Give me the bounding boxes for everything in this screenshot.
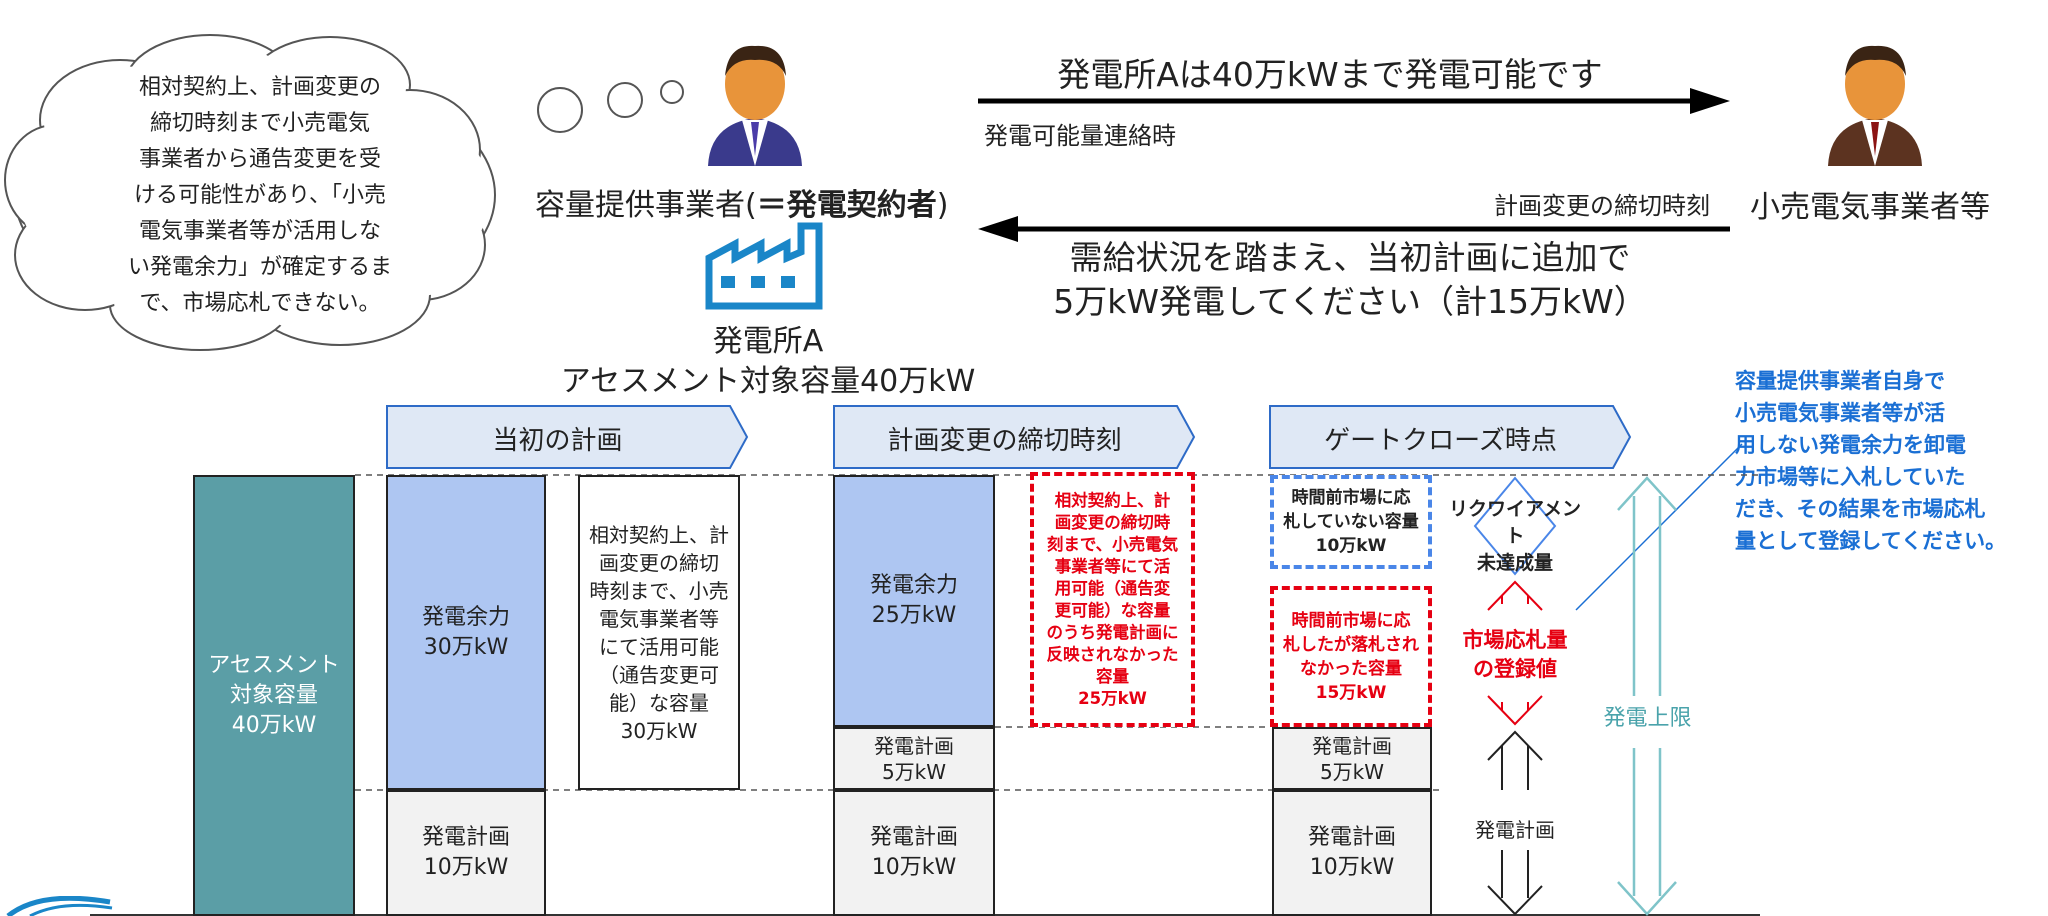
provider-person-icon xyxy=(708,45,802,166)
upper-limit-arrow xyxy=(1617,476,1677,916)
phase-chevron-3 xyxy=(1269,405,1632,469)
plan-arrow xyxy=(1487,730,1543,916)
provider-label-prefix: 容量提供事業者( xyxy=(535,188,757,223)
plan-label: 発電計画 xyxy=(1475,818,1555,842)
phase-label-3: ゲートクローズ時点 xyxy=(1324,426,1557,456)
col2-plan: 発電計画 10万kW xyxy=(833,790,995,916)
phase-chevron-1 xyxy=(386,405,749,469)
market-bid-arrow xyxy=(1487,580,1543,726)
bottom-arrow xyxy=(978,216,1730,242)
bottom-arrow-caption: 計画変更の締切時刻 xyxy=(1494,192,1710,220)
provider-label-suffix: ) xyxy=(936,188,949,223)
col3-unawarded: 時間前市場に応 札したが落札され なかった容量 15万kW xyxy=(1270,586,1432,727)
factory-icon xyxy=(705,222,823,310)
upper-limit-label: 発電上限 xyxy=(1585,700,1710,732)
col2-red-note: 相対契約上、計 画変更の締切時 刻まで、小売電気 事業者等にて活 用可能（通告変… xyxy=(1030,472,1195,727)
plant-capacity: アセスメント対象容量40万kW xyxy=(560,364,976,399)
col3-plan-add: 発電計画 5万kW xyxy=(1272,727,1432,790)
bottom-arrow-text: 需給状況を踏まえ、当初計画に追加で 5万kW発電してください（計15万kW） xyxy=(1053,238,1647,321)
col2-surplus: 発電余力 25万kW xyxy=(833,475,995,727)
col1-plan: 発電計画 10万kW xyxy=(386,790,546,916)
col3-unbid: 時間前市場に応 札していない容量 10万kW xyxy=(1270,475,1432,569)
right-note: 容量提供事業者自身で 小売電気事業者等が活 用しない発電余力を卸電 力市場等に入… xyxy=(1735,369,2007,553)
top-arrow-text: 発電所Aは40万kWまで発電可能です xyxy=(1057,55,1603,94)
col1-surplus: 発電余力 30万kW xyxy=(386,475,546,790)
plant-name: 発電所A xyxy=(712,324,824,359)
retailer-label: 小売電気事業者等 xyxy=(1750,190,1990,225)
provider-label-bold: ＝発電契約者 xyxy=(756,188,937,223)
thought-cloud xyxy=(4,34,684,351)
shortfall-diamond xyxy=(1473,476,1557,576)
logo-icon xyxy=(6,896,113,916)
phase-label-1: 当初の計画 xyxy=(492,426,623,456)
market-bid-label: 市場応札量 の登録値 xyxy=(1462,628,1568,681)
phase-chevron-2 xyxy=(833,405,1196,469)
retailer-person-icon xyxy=(1828,45,1922,166)
provider-label: 容量提供事業者(＝発電契約者) xyxy=(535,180,948,224)
top-arrow xyxy=(978,88,1730,114)
col2-plan-add: 発電計画 5万kW xyxy=(833,727,995,790)
phase-label-2: 計画変更の締切時刻 xyxy=(887,426,1122,456)
col3-plan: 発電計画 10万kW xyxy=(1272,790,1432,916)
cloud-text: 相対契約上、計画変更の 締切時刻まで小売電気 事業者から通告変更を受 ける可能性… xyxy=(127,75,392,316)
assessment-bar: アセスメント 対象容量 40万kW xyxy=(193,475,355,916)
top-arrow-caption: 発電可能量連絡時 xyxy=(984,122,1176,150)
col1-note: 相対契約上、計 画変更の締切 時刻まで、小売 電気事業者等 にて活用可能 （通告… xyxy=(578,475,740,790)
shortfall-label: リクワイアメント 未達成量 xyxy=(1448,498,1582,574)
